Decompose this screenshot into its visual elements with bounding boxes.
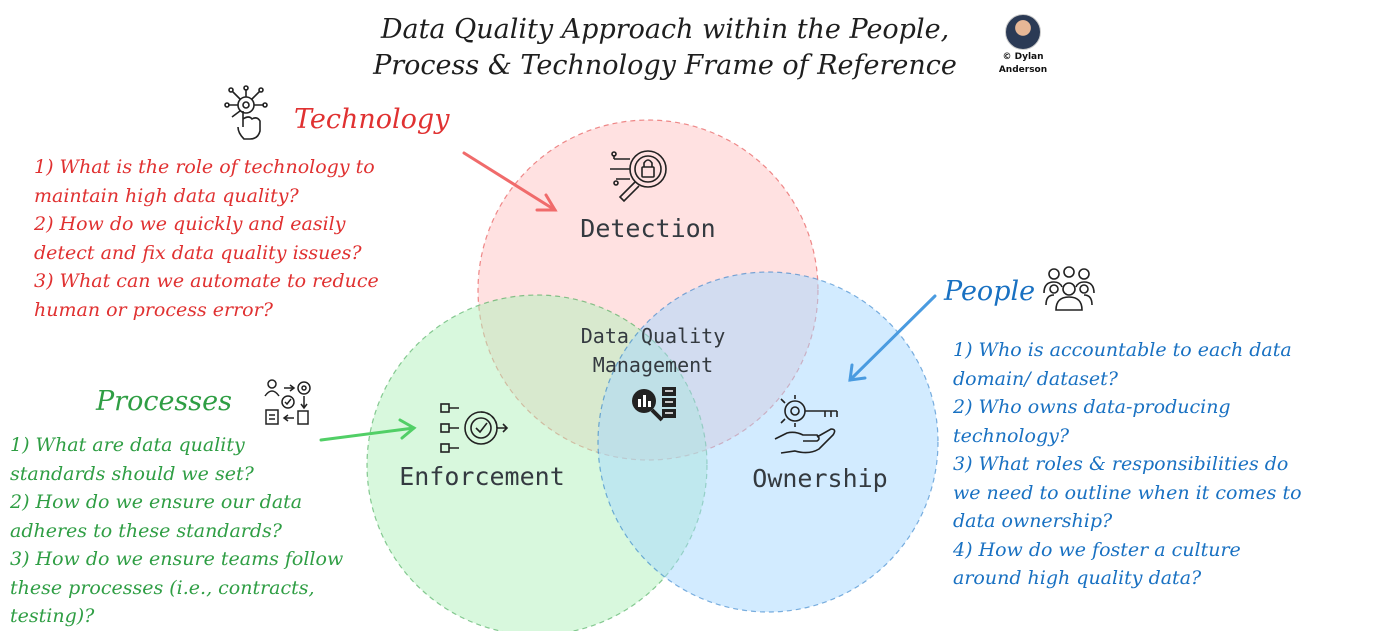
page-title: Data Quality Approach within the People,… [330,12,1000,84]
hand-key-icon [774,395,838,454]
author-line-2: Anderson [998,65,1048,75]
processes-question-line: these processes (i.e., contracts, [10,576,315,599]
people-question-line: technology? [953,424,1070,447]
technology-questions: 1) What is the role of technology to mai… [34,153,379,324]
technology-question-line: detect and fix data quality issues? [34,241,362,264]
people-question-line: 3) What roles & responsibilities do [953,453,1289,475]
title-line-2: Process & Technology Frame of Reference [373,50,957,81]
author-line-1: © Dylan [1002,52,1044,62]
processes-question-line: standards should we set? [10,462,254,485]
people-question-line: domain/ dataset? [953,367,1118,390]
title-line-1: Data Quality Approach within the People, [380,14,950,45]
technology-heading: Technology [294,104,450,135]
avatar [1005,14,1041,50]
technology-question-line: 1) What is the role of technology to [34,156,375,178]
processes-question-line: 2) How do we ensure our data [10,491,303,513]
enforcement-label: Enforcement [399,462,565,491]
people-question-line: around high quality data? [953,567,1202,589]
target-check-icon [440,403,509,453]
people-question-line: 4) How do we foster a culture [953,538,1241,561]
process-flow-icon [264,379,311,425]
people-group-icon [1043,266,1095,311]
ownership-circle [597,271,939,613]
processes-question-line: 1) What are data quality [10,434,245,456]
people-question-line: data ownership? [953,510,1113,532]
processes-heading: Processes [96,386,232,417]
people-question-line: 2) Who owns data-producing [953,396,1231,418]
processes-question-line: 3) How do we ensure teams follow [10,548,344,570]
magnifier-lock-icon [610,150,667,203]
detection-label: Detection [580,214,716,243]
people-heading: People [944,276,1036,307]
processes-question-line: adheres to these standards? [10,519,282,542]
processes-questions: 1) What are data quality standards shoul… [10,431,343,631]
people-arrow [848,294,937,382]
people-questions: 1) Who is accountable to each data domai… [953,336,1302,593]
technology-question-line: 3) What can we automate to reduce [34,270,379,292]
technology-question-line: maintain high data quality? [34,184,299,207]
people-question-line: we need to outline when it comes to [953,481,1302,504]
technology-question-line: 2) How do we quickly and easily [34,213,346,235]
processes-arrow [319,418,417,442]
center-label: Data Quality Management [560,322,746,380]
processes-question-line: testing)? [10,605,95,627]
ownership-label: Ownership [752,464,888,493]
author-badge: © Dylan Anderson [992,14,1054,76]
center-label-line-2: Management [592,353,714,377]
technology-arrow [462,151,558,212]
data-analysis-icon [632,387,676,422]
technology-question-line: human or process error? [34,298,273,321]
touch-tech-icon [224,85,268,140]
center-label-line-1: Data Quality [580,324,726,348]
people-question-line: 1) Who is accountable to each data [953,339,1292,361]
